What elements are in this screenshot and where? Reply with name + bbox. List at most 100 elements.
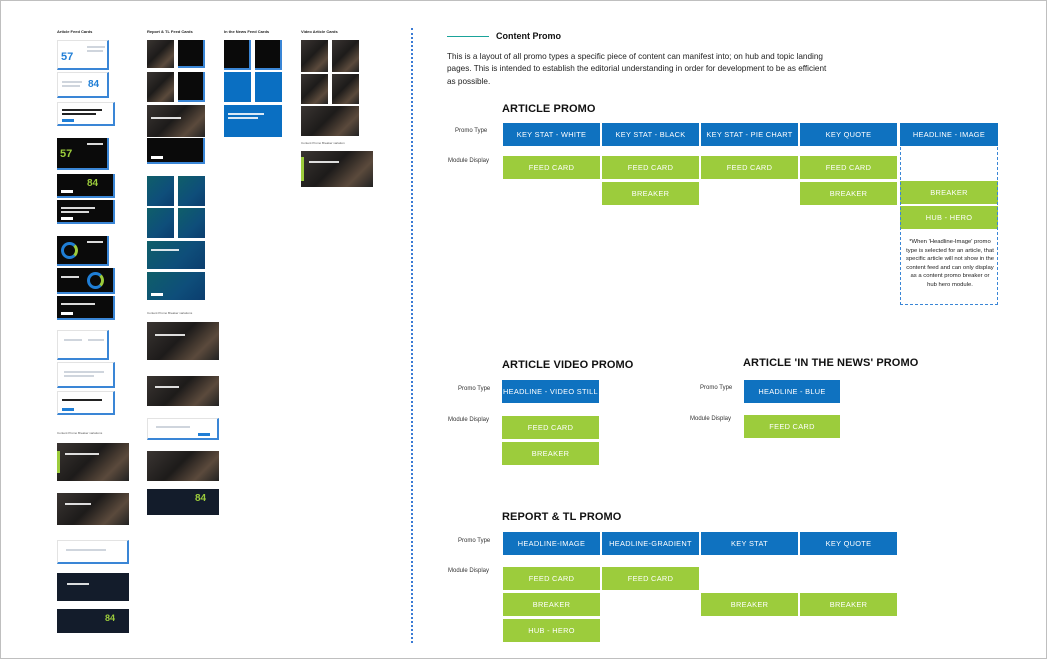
promo-type-headline-video-still: HEADLINE - VIDEO STILL (502, 380, 599, 403)
promo-type-headline-image: HEADLINE - IMAGE (900, 123, 998, 146)
text-line (151, 249, 179, 251)
stat-value: 84 (87, 178, 99, 189)
thumb-video-breaker[interactable] (301, 151, 373, 187)
module-display-label: Module Display (448, 417, 490, 423)
column-title-news-feed: In the News Feed Cards (224, 29, 270, 34)
thumb-news-blue-2[interactable] (255, 72, 282, 102)
thumb-report-image-3[interactable] (147, 72, 174, 102)
thumb-breaker-dark[interactable] (57, 573, 129, 601)
promo-type-headline-blue: HEADLINE - BLUE (744, 380, 840, 403)
thumb-report-gradient-3[interactable] (147, 208, 174, 238)
text-line (87, 143, 103, 145)
thumb-report-image-2[interactable] (178, 40, 205, 68)
text-line (62, 399, 102, 401)
thumb-breaker-quote[interactable] (57, 540, 129, 564)
section-title-report-tl-promo: REPORT & TL PROMO (502, 511, 622, 523)
text-line (67, 583, 89, 585)
thumb-report-gradient-wide[interactable] (147, 241, 205, 269)
cta-button (61, 312, 73, 315)
thumb-key-stat-black-1[interactable]: 57 (57, 138, 109, 170)
thumb-video-wide[interactable] (301, 106, 359, 136)
stat-value: 84 (105, 613, 116, 623)
promo-type-key-stat-black: KEY STAT - BLACK (602, 123, 699, 146)
promo-type-headline-image: HEADLINE-IMAGE (503, 532, 600, 555)
promo-type-key-stat-pie-chart: KEY STAT - PIE CHART (701, 123, 798, 146)
thumb-report-breaker-2[interactable] (147, 376, 219, 406)
cta-button (151, 293, 163, 296)
thumb-key-stat-black-2[interactable]: 84 (57, 174, 115, 198)
thumb-report-image-1[interactable] (147, 40, 174, 68)
module-feed-card: FEED CARD (502, 416, 599, 439)
section-title-article-video-promo: ARTICLE VIDEO PROMO (502, 359, 634, 371)
module-display-label: Module Display (448, 158, 490, 164)
promo-type-key-stat: KEY STAT (701, 532, 798, 555)
thumb-report-image-wide[interactable] (147, 105, 205, 137)
thumb-report-image-4[interactable] (178, 72, 205, 102)
thumb-pie-chart-2[interactable] (57, 268, 115, 294)
thumb-report-gradient-2[interactable] (178, 176, 205, 206)
text-line (64, 371, 104, 373)
title-rule (447, 36, 489, 37)
text-line (62, 81, 82, 83)
promo-type-key-stat-white: KEY STAT - WHITE (503, 123, 600, 146)
module-breaker: BREAKER (800, 593, 897, 616)
thumb-key-quote-2[interactable] (57, 362, 115, 388)
pie-chart-icon (61, 242, 78, 259)
thumb-key-quote-1[interactable] (57, 330, 109, 360)
thumb-breaker-photo-1[interactable] (57, 443, 129, 481)
thumb-report-gradient-wide-2[interactable] (147, 272, 205, 300)
thumb-video-4[interactable] (332, 74, 359, 104)
thumb-report-breaker-stat[interactable]: 84 (147, 489, 219, 515)
text-line (62, 109, 102, 111)
thumb-breaker-photo-2[interactable] (57, 493, 129, 525)
thumb-video-1[interactable] (301, 40, 328, 72)
thumb-news-image-2[interactable] (255, 40, 282, 70)
thumb-pie-chart-1[interactable] (57, 236, 109, 266)
thumb-headline-black[interactable] (57, 200, 115, 224)
thumb-news-blue-wide[interactable] (224, 105, 282, 137)
module-feed-card: FEED CARD (744, 415, 840, 438)
thumb-report-breaker-quote[interactable] (147, 418, 219, 440)
thumb-news-blue-1[interactable] (224, 72, 251, 102)
intro-text: This is a layout of all promo types a sp… (447, 52, 827, 86)
module-breaker: BREAKER (502, 442, 599, 465)
thumb-breaker-stat[interactable]: 84 (57, 609, 129, 633)
thumb-video-2[interactable] (332, 40, 359, 72)
stat-value: 57 (60, 148, 73, 160)
module-display-label: Module Display (690, 416, 732, 422)
module-breaker: BREAKER (800, 182, 897, 205)
text-line (62, 85, 80, 87)
stat-value: 84 (88, 79, 100, 90)
promo-type-label: Promo Type (455, 128, 488, 134)
module-feed-card: FEED CARD (503, 156, 600, 179)
text-line (61, 276, 79, 278)
cta-button (61, 190, 73, 193)
thumb-video-3[interactable] (301, 74, 328, 104)
thumb-headline-dark[interactable] (57, 296, 115, 320)
thumb-report-breaker-3[interactable] (147, 451, 219, 481)
thumb-headline-white-2[interactable] (57, 391, 115, 415)
thumb-news-image-1[interactable] (224, 40, 251, 70)
text-line (64, 339, 82, 341)
module-hub-hero: HUB - HERO (503, 619, 600, 642)
thumb-key-stat-white-1[interactable]: 57 (57, 40, 109, 70)
module-feed-card: FEED CARD (800, 156, 897, 179)
thumb-key-stat-white-2[interactable]: 84 (57, 72, 109, 98)
text-line (66, 549, 106, 551)
text-line (87, 241, 103, 243)
text-line (64, 375, 94, 377)
text-line (228, 113, 264, 115)
promo-type-key-quote: KEY QUOTE (800, 123, 897, 146)
module-breaker: BREAKER (701, 593, 798, 616)
text-line (88, 339, 104, 341)
text-line (61, 207, 95, 209)
thumb-headline-white[interactable] (57, 102, 115, 126)
thumb-report-gradient-1[interactable] (147, 176, 174, 206)
thumb-report-dark[interactable] (147, 138, 205, 164)
thumb-report-gradient-4[interactable] (178, 208, 205, 238)
text-line (151, 117, 181, 119)
breaker-label-report: Content Promo Breaker variations (147, 311, 193, 315)
module-feed-card: FEED CARD (602, 567, 699, 590)
column-title-report-feed: Report & TL Feed Cards (147, 29, 193, 34)
thumb-report-breaker-1[interactable] (147, 322, 219, 360)
